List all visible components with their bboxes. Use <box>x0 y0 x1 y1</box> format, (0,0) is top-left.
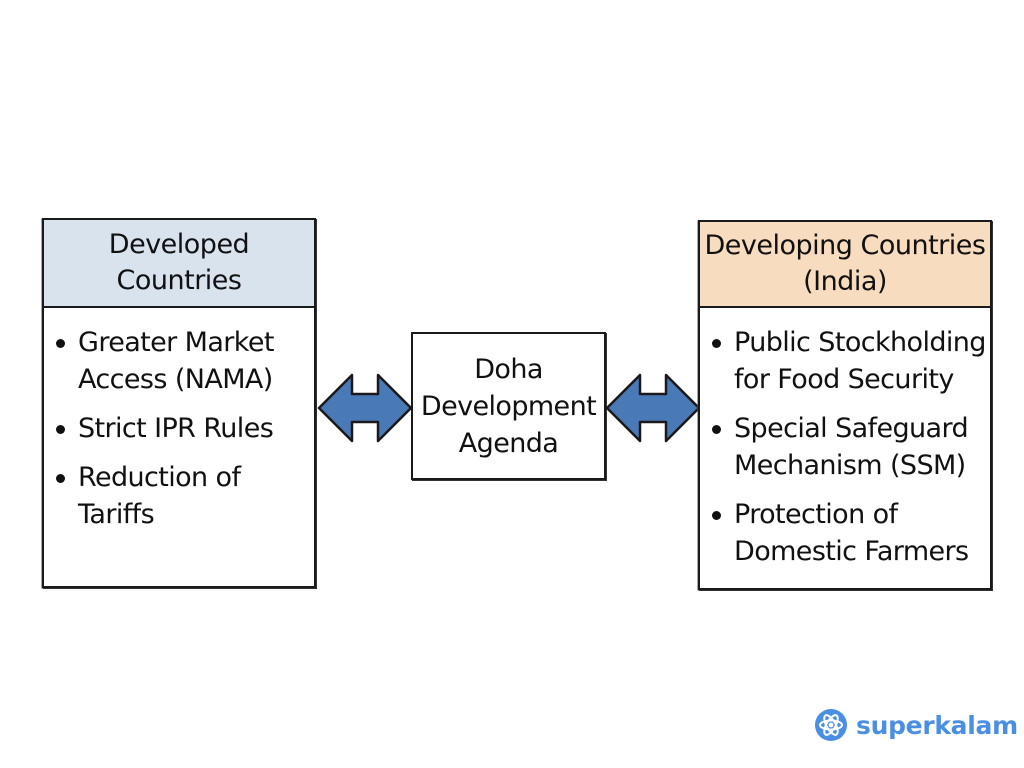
list-item: Special Safeguard Mechanism (SSM) <box>700 410 990 484</box>
center-title-line-2: Development <box>420 390 597 422</box>
list-item-line: Protection of <box>734 499 898 530</box>
right-double-arrow-icon <box>605 373 701 443</box>
list-item: Protection of Domestic Farmers <box>700 496 990 570</box>
doha-development-agenda-box: Doha Development Agenda <box>411 332 606 480</box>
list-item-line: Access (NAMA) <box>78 364 273 395</box>
list-item-line: Mechanism (SSM) <box>734 450 966 481</box>
center-title-line-3: Agenda <box>458 427 559 459</box>
list-item-line: Greater Market <box>78 327 274 358</box>
developed-countries-header: Developed Countries <box>44 220 314 308</box>
center-title-line-1: Doha <box>474 353 543 385</box>
list-item-line: Special Safeguard <box>734 413 969 444</box>
developed-title-line-1: Developed <box>108 229 250 260</box>
list-item: Strict IPR Rules <box>44 410 314 447</box>
developed-countries-list: Greater Market Access (NAMA) Strict IPR … <box>44 308 314 533</box>
left-double-arrow-icon <box>317 373 413 443</box>
developed-title-line-2: Countries <box>116 265 242 296</box>
developing-countries-list: Public Stockholding for Food Security Sp… <box>700 308 990 570</box>
list-item: Greater Market Access (NAMA) <box>44 324 314 398</box>
superkalam-logo-icon <box>815 709 847 741</box>
brand-name: superkalam <box>856 710 1018 740</box>
developing-title-line-1: Developing Countries <box>704 230 986 261</box>
list-item-line: Tariffs <box>78 499 155 530</box>
list-item-line: Strict IPR Rules <box>78 413 274 444</box>
list-item: Public Stockholding for Food Security <box>700 324 990 398</box>
developing-countries-panel: Developing Countries (India) Public Stoc… <box>698 220 992 590</box>
list-item-line: for Food Security <box>734 364 954 395</box>
left-arrow-shape <box>317 373 413 443</box>
brand-watermark: superkalam <box>814 708 1018 742</box>
list-item: Reduction of Tariffs <box>44 459 314 533</box>
list-item-line: Public Stockholding <box>734 327 986 358</box>
list-item-line: Reduction of <box>78 462 241 493</box>
developing-title-line-2: (India) <box>803 266 887 297</box>
list-item-line: Domestic Farmers <box>734 536 969 567</box>
developing-countries-header: Developing Countries (India) <box>700 222 990 308</box>
right-arrow-shape <box>605 373 701 443</box>
developed-countries-panel: Developed Countries Greater Market Acces… <box>42 218 316 588</box>
